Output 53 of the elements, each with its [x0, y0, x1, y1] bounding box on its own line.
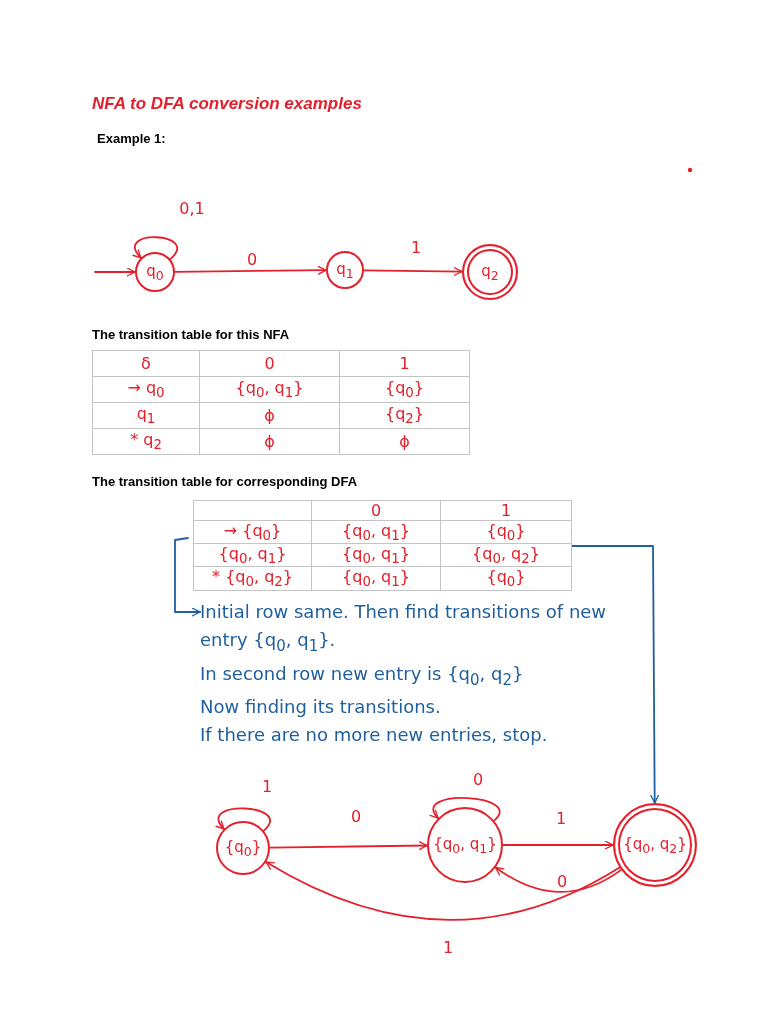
title: NFA to DFA conversion examples [92, 94, 362, 114]
table-cell: {q$_{2}$} [339, 402, 470, 429]
transition-arrow [494, 866, 623, 893]
note-text: In second row new entry is {q$_{0}$, q$_{2}$} [200, 661, 525, 691]
transition-arrow [269, 841, 428, 850]
transition-arrow [502, 840, 614, 850]
state-label: q$_{2}$ [481, 261, 499, 283]
table-cell: → {q$_{0}$} [193, 520, 312, 544]
transition-arrow [265, 861, 621, 921]
state-label: {q$_{0}$, q$_{1}$} [433, 834, 497, 856]
note-text: Initial row same. Then find transitions of new entry {q$_{0}$, q$_{1}$}. [200, 600, 608, 657]
table-cell: {q$_{0}$, q$_{2}$} [440, 543, 572, 567]
table-cell: * q$_{2}$ [92, 428, 200, 455]
table-cell: ϕ [339, 428, 470, 455]
table-cell: {q$_{0}$, q$_{1}$} [311, 520, 441, 544]
table-cell: {q$_{0}$} [440, 520, 572, 544]
accept-state-circle [462, 244, 518, 300]
table-cell: 1 [440, 500, 572, 521]
caption-text: The transition table for corresponding DFA [92, 474, 358, 489]
table-cell: 1 [339, 350, 470, 377]
table-cell: δ [92, 350, 200, 377]
caption-text: The transition table for this NFA [92, 327, 290, 342]
state-label: {q$_{0}$} [224, 837, 262, 859]
table-cell: 0 [199, 350, 340, 377]
transition-arrow [94, 267, 136, 277]
state-circle [216, 821, 270, 875]
table-cell: {q$_{0}$} [339, 376, 470, 403]
table-cell: {q$_{0}$, q$_{1}$} [199, 376, 340, 403]
table-cell: ϕ [199, 402, 340, 429]
transition-arrow [174, 265, 327, 275]
self-loop-arrow [215, 807, 271, 832]
table-cell: 0 [311, 500, 441, 521]
state-label: q$_{1}$ [336, 259, 354, 281]
state-label: {q$_{0}$, q$_{2}$} [623, 834, 687, 856]
table-cell: → q$_{0}$ [92, 376, 200, 403]
table-cell: {q$_{0}$, q$_{1}$} [311, 543, 441, 567]
self-loop-arrow [132, 236, 179, 260]
state-circle [135, 252, 175, 292]
transition-arrow [363, 267, 463, 276]
state-label: q$_{0}$ [146, 261, 164, 283]
table-cell: {q$_{0}$} [440, 566, 572, 591]
table-cell: * {q$_{0}$, q$_{2}$} [193, 566, 312, 591]
transition-arrow [174, 537, 201, 617]
transition-arrow [571, 545, 660, 804]
table-cell: q$_{1}$ [92, 402, 200, 429]
table-cell: ϕ [199, 428, 340, 455]
table-cell: {q$_{0}$, q$_{1}$} [193, 543, 312, 567]
state-circle [326, 251, 364, 289]
caption-text: Example 1: [97, 131, 166, 146]
note-text: Now finding its transitions. [200, 695, 442, 720]
self-loop-arrow [430, 797, 501, 822]
table-cell: {q$_{0}$, q$_{1}$} [311, 566, 441, 591]
note-text: If there are no more new entries, stop. [200, 723, 549, 748]
